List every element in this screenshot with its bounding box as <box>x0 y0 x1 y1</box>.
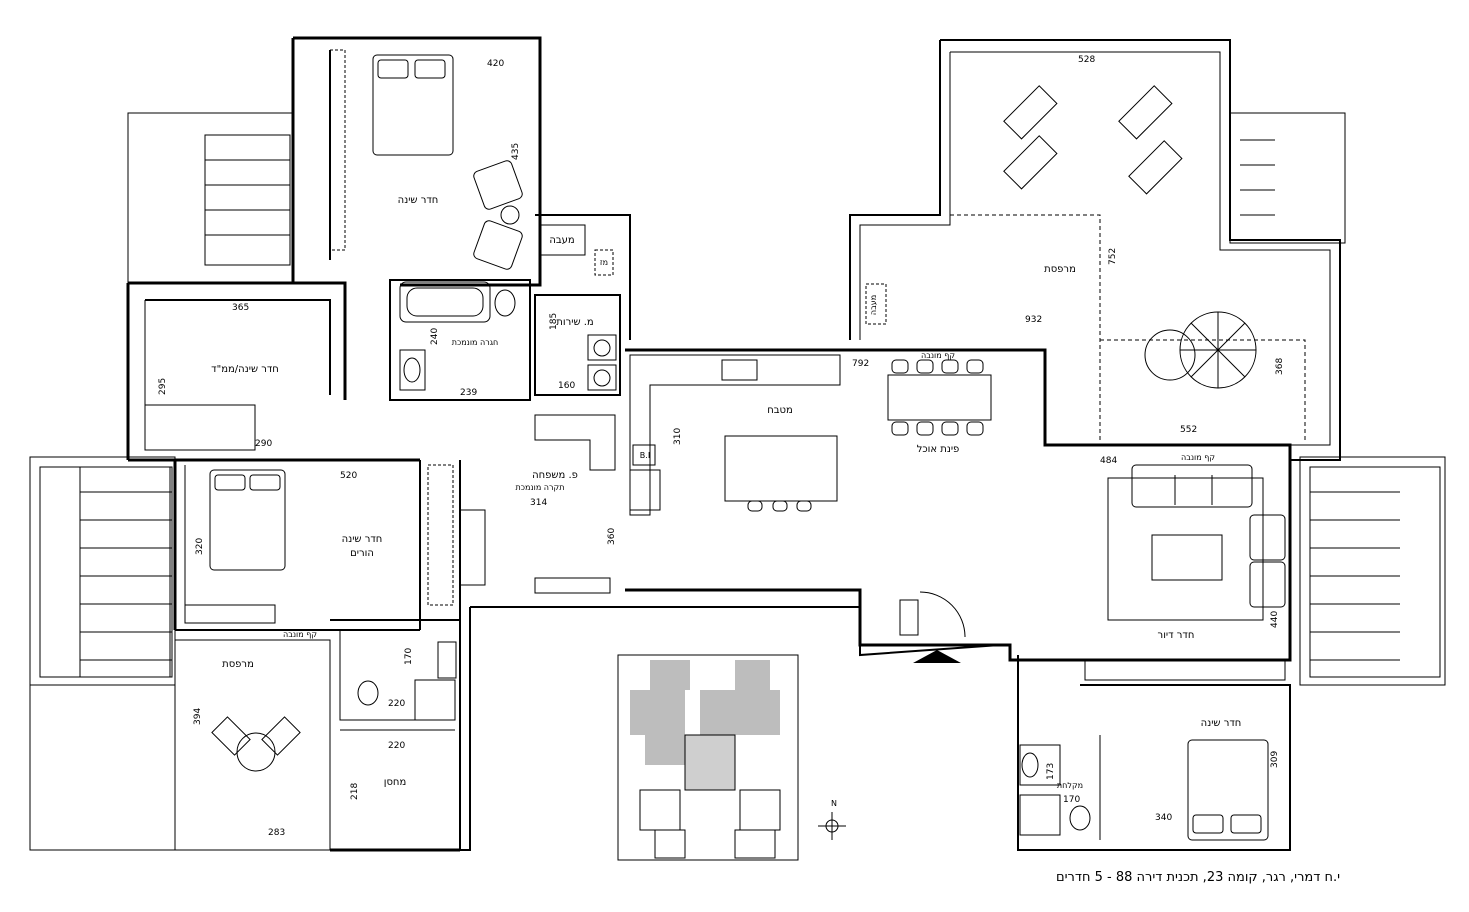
label-bedroom-br: חדר שינה <box>1201 718 1242 729</box>
dining-table <box>887 374 992 421</box>
lounger-group <box>1003 85 1183 195</box>
sukkah-frame <box>174 639 331 851</box>
dim: 185 <box>549 313 559 330</box>
label-sukkah: מרפסת <box>222 659 254 670</box>
laundry-box <box>539 224 586 256</box>
shower-center <box>414 679 456 721</box>
label-bedroom-top: חדר שינה <box>398 195 439 206</box>
dim: 173 <box>1046 763 1056 780</box>
label-shower-br: מקלחת <box>1057 781 1083 790</box>
dim: 752 <box>1108 248 1118 265</box>
dim: 283 <box>268 828 285 838</box>
dim: 314 <box>530 498 547 508</box>
dim: 340 <box>1155 813 1172 823</box>
dim: 310 <box>673 428 683 445</box>
label-bi: B.I <box>640 451 650 460</box>
dim: 520 <box>340 471 357 481</box>
plan-caption: י.ח דמרי, רגר, קומה 23, תכנית דירה 88 - … <box>1055 870 1340 885</box>
label-balcony-laundry: מעבה <box>869 295 878 315</box>
bath-top-walls <box>389 279 531 401</box>
label-laundry: מעבה <box>549 235 574 246</box>
dim: 368 <box>1275 358 1285 375</box>
label-living-ceiling: קף מונבה <box>1181 453 1215 462</box>
wall-living <box>625 348 1292 662</box>
right-upper-planter <box>1229 112 1346 244</box>
label-service: מ. שירות <box>556 317 593 328</box>
left-upper-planter <box>127 112 294 284</box>
label-family-sub: תקרה מונמכת <box>516 483 565 492</box>
label-kitchen: מטבח <box>767 405 793 416</box>
dim: 435 <box>511 143 521 160</box>
label-dining: פינת אוכל <box>917 444 960 455</box>
coffee-table <box>1151 534 1223 581</box>
right-lower-planter <box>1299 456 1446 686</box>
dim: 420 <box>487 59 504 69</box>
dim: 932 <box>1025 315 1042 325</box>
balcony-ac-unit <box>865 283 887 325</box>
wall-mamad <box>128 281 347 400</box>
toilet-top <box>494 289 516 317</box>
kitchen-counter <box>629 354 841 516</box>
dim: 360 <box>607 528 617 545</box>
sofa <box>1131 464 1253 508</box>
dim: 295 <box>158 378 168 395</box>
label-parents-1: חדר שינה <box>342 534 383 545</box>
svg-text:N: N <box>831 799 837 808</box>
dim: 552 <box>1180 425 1197 435</box>
living-rug <box>1107 477 1264 621</box>
dim: 309 <box>1270 751 1280 768</box>
label-sukkah-ceiling: קף מונבה <box>283 630 317 639</box>
dim: 365 <box>232 303 249 313</box>
label-family: פ. משפחה <box>532 470 578 481</box>
label-ac: מז <box>600 258 608 267</box>
dim: 394 <box>193 708 203 725</box>
bathtub <box>399 281 491 323</box>
wall-bedroom-top <box>293 36 542 287</box>
dim: 528 <box>1078 55 1095 65</box>
dim: 218 <box>350 783 360 800</box>
entrance-arrow-icon <box>913 650 961 663</box>
left-upper-planter-inner <box>204 134 291 266</box>
bed-parents <box>209 469 286 571</box>
dim: 484 <box>1100 456 1117 466</box>
dim: 320 <box>195 538 205 555</box>
kitchen-island <box>724 435 838 502</box>
dim: 240 <box>430 328 440 345</box>
wall-br-bedroom <box>1017 655 1291 851</box>
dim: 290 <box>255 439 272 449</box>
dim: 792 <box>852 359 869 369</box>
label-mamad: חדר שינה/ממ"ד <box>211 364 279 375</box>
left-lower-planter-inner <box>79 466 173 678</box>
dim: 440 <box>1270 611 1280 628</box>
bed-br <box>1187 739 1269 841</box>
dim: 239 <box>460 388 477 398</box>
dim: 220 <box>388 741 405 751</box>
north-arrow-icon: N <box>818 799 846 840</box>
building-key-plan <box>617 654 799 861</box>
bed-top <box>372 54 454 156</box>
dim: 170 <box>1063 795 1080 805</box>
balcony-outline <box>940 39 1341 461</box>
sukkah-table <box>236 732 276 772</box>
label-ceiling-top: קף מונבה <box>921 351 955 360</box>
dim: 220 <box>388 699 405 709</box>
kitchen-sink <box>721 359 758 381</box>
left-lower-planter <box>29 456 176 686</box>
label-balcony: מרפסת <box>1044 264 1076 275</box>
service-room-walls <box>534 294 621 396</box>
label-bath-top: חגרה מונמכת <box>452 338 499 347</box>
dim: 170 <box>404 648 414 665</box>
label-living: חדר דיור <box>1158 630 1195 641</box>
label-storage: מחסן <box>384 777 407 788</box>
dim: 160 <box>558 381 575 391</box>
tv-unit <box>534 577 611 594</box>
label-parents-2: הורים <box>350 548 374 559</box>
